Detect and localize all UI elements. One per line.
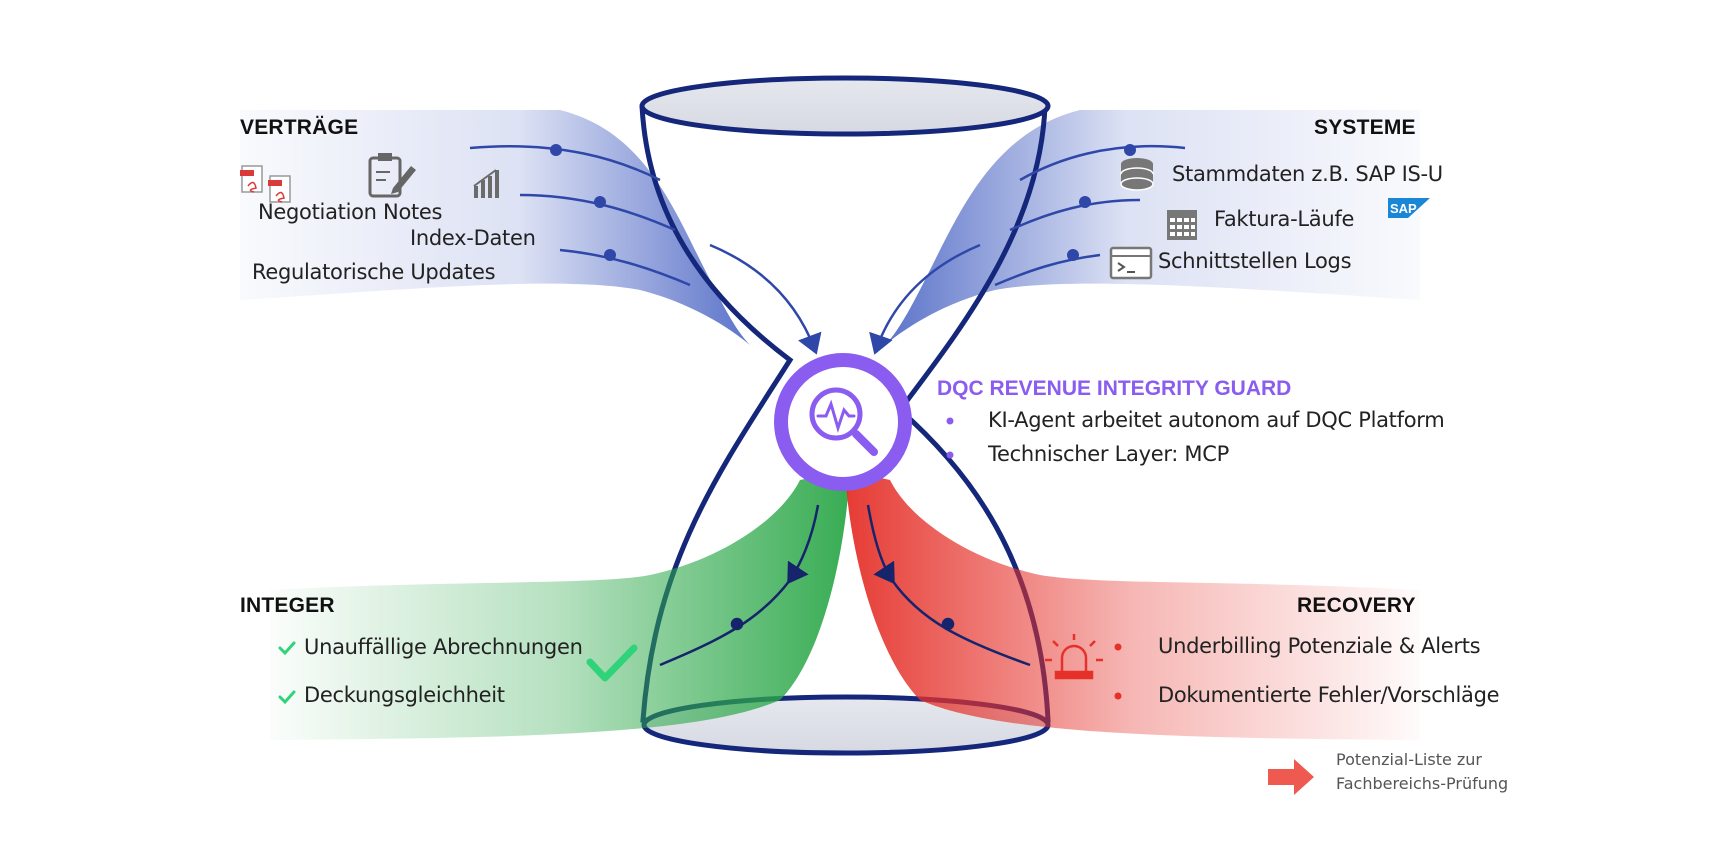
blue-flow-right xyxy=(885,110,1420,345)
green-flow-line xyxy=(659,504,820,667)
vertraege-item-negotiation-notes: Negotiation Notes xyxy=(258,200,443,224)
red-flow xyxy=(845,470,1420,740)
guard-bullet-technischer-layer: Technischer Layer: MCP xyxy=(988,442,1229,466)
guard-ring xyxy=(774,353,912,491)
footer-note: Potenzial-Liste zur Fachbereichs-Prüfung xyxy=(1336,748,1508,796)
hourglass-top-cap xyxy=(639,75,1051,137)
database-icon xyxy=(1120,158,1154,191)
systeme-item-faktura-laeufe: Faktura-Läufe xyxy=(1214,207,1355,231)
alarm-light-icon xyxy=(1045,634,1103,680)
sap-logo: SAP xyxy=(1388,198,1430,218)
vertraege-heading: VERTRÄGE xyxy=(240,116,359,139)
purple-bullets xyxy=(946,417,954,459)
guard-title: DQC REVENUE INTEGRITY GUARD xyxy=(937,377,1292,400)
integer-heading: INTEGER xyxy=(240,594,335,617)
check-bullets xyxy=(278,641,296,705)
svg-text:SAP: SAP xyxy=(1390,201,1417,216)
bar-chart-icon xyxy=(473,169,499,198)
footer-note-line-2: Fachbereichs-Prüfung xyxy=(1336,774,1509,793)
footer-note-line-1: Potenzial-Liste zur xyxy=(1336,750,1483,769)
systeme-item-schnittstellen-logs: Schnittstellen Logs xyxy=(1158,249,1352,273)
guard-bullet-ki-agent: KI-Agent arbeitet autonom auf DQC Platfo… xyxy=(988,408,1445,432)
vertraege-item-regulatorische-updates: Regulatorische Updates xyxy=(252,260,496,284)
blue-flow-left xyxy=(240,110,750,345)
recovery-heading: RECOVERY xyxy=(1297,594,1416,617)
arrow-right-icon xyxy=(1268,759,1314,795)
recovery-item-underbilling: Underbilling Potenziale & Alerts xyxy=(1158,634,1481,658)
green-flow xyxy=(270,470,850,740)
pdf-icon xyxy=(240,165,291,203)
blue-flow-lines-right xyxy=(869,144,1186,355)
flow-nodes xyxy=(550,144,1136,261)
calendar-grid-icon xyxy=(1167,210,1197,240)
systeme-item-stammdaten: Stammdaten z.B. SAP IS-U xyxy=(1172,162,1443,186)
integer-item-deckungsgleichheit: Deckungsgleichheit xyxy=(304,683,505,707)
clipboard-edit-icon xyxy=(368,153,416,198)
systeme-heading: SYSTEME xyxy=(1314,116,1416,139)
recovery-item-dokumentierte-fehler: Dokumentierte Fehler/Vorschläge xyxy=(1158,683,1500,707)
terminal-icon xyxy=(1109,246,1153,280)
integer-item-unauffaellige: Unauffällige Abrechnungen xyxy=(304,635,583,659)
vertraege-item-index-daten: Index-Daten xyxy=(410,226,536,250)
red-bullets xyxy=(1114,643,1122,700)
red-flow-line xyxy=(866,504,1031,667)
checkmark-icon xyxy=(586,644,638,682)
magnifier-pulse-icon xyxy=(809,387,878,456)
